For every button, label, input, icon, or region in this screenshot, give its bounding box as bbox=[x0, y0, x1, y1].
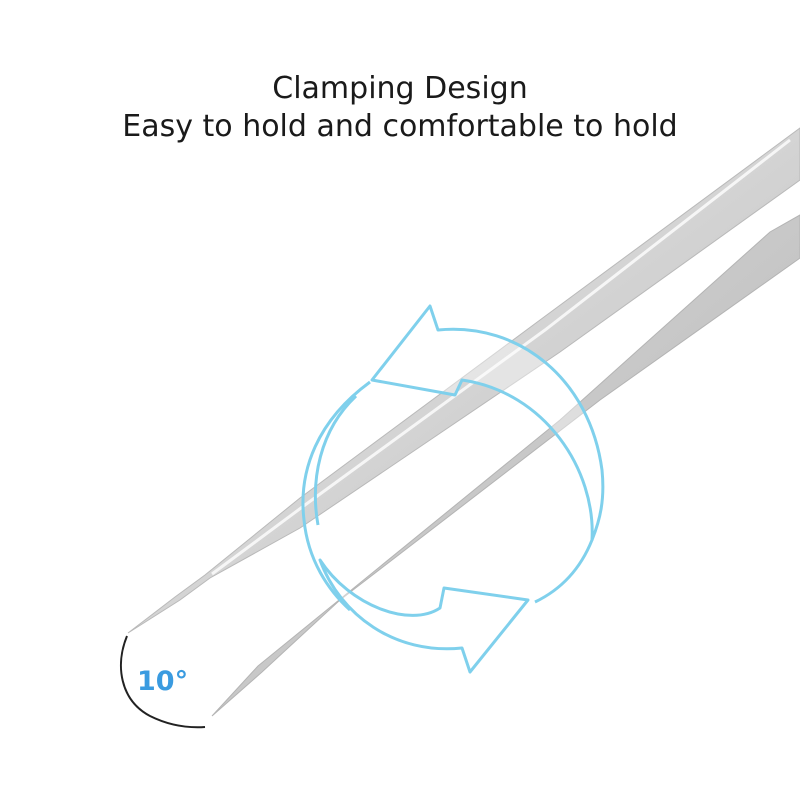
angle-arc bbox=[120, 635, 206, 729]
caption-subtitle: Easy to hold and comfortable to hold bbox=[122, 109, 678, 144]
caption: Clamping Design Easy to hold and comfort… bbox=[0, 70, 800, 146]
tweezer-highlight bbox=[211, 138, 791, 576]
tweezer-lower-arm bbox=[211, 214, 800, 717]
caption-title: Clamping Design bbox=[272, 71, 528, 106]
angle-label: 10° bbox=[137, 666, 189, 697]
rotate-arrows-icon bbox=[301, 304, 605, 674]
